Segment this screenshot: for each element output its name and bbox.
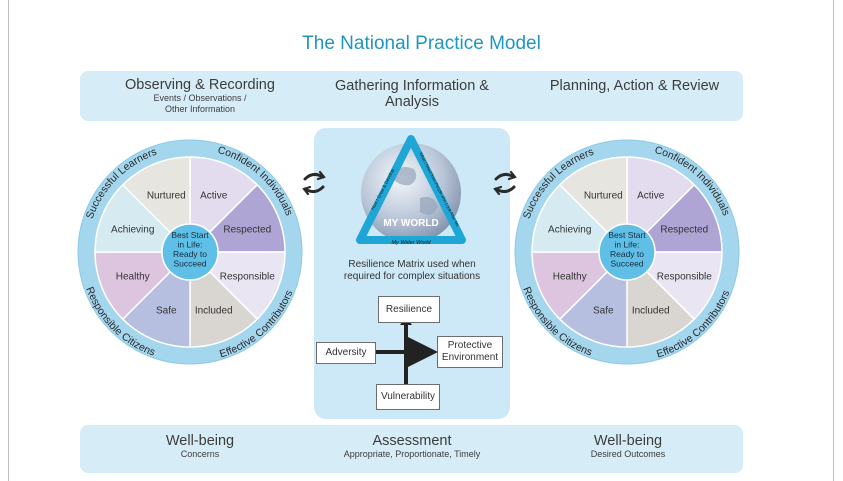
wheel-center-text: Best Start xyxy=(171,230,209,240)
segment-responsible xyxy=(188,251,286,321)
segment-label-active: Active xyxy=(200,191,228,202)
cycle-arrows-icon xyxy=(302,170,326,196)
page-title: The National Practice Model xyxy=(302,33,541,54)
segment-label-nurtured: Nurtured xyxy=(147,191,186,202)
process-band-top xyxy=(80,71,743,121)
resilience-caption: Resilience Matrix used when required for… xyxy=(316,259,508,283)
segment-active xyxy=(626,156,696,254)
observing-sub-2: Other Information xyxy=(164,104,236,114)
segment-included xyxy=(626,250,696,348)
gathering-information: Gathering Information & Analysis xyxy=(312,78,512,110)
observing-recording: Observing & Recording Events / Observati… xyxy=(100,77,300,115)
segment-label-active: Active xyxy=(637,191,665,202)
wheel-center-text: Succeed xyxy=(610,259,643,269)
segment-label-healthy: Healthy xyxy=(553,272,587,283)
wheel-center-text: Best Start xyxy=(608,230,646,240)
wellbeing-outcomes: Well-being Desired Outcomes xyxy=(528,433,728,460)
assessment: Assessment Appropriate, Proportionate, T… xyxy=(292,433,532,460)
segment-label-respected: Respected xyxy=(223,224,271,235)
segment-label-achieving: Achieving xyxy=(548,224,591,235)
segment-label-respected: Respected xyxy=(660,224,708,235)
my-world-triangle xyxy=(356,135,466,244)
planning-heading: Planning, Action & Review xyxy=(549,78,720,94)
wellbeing-concerns: Well-being Concerns xyxy=(100,433,300,460)
wheel-center xyxy=(161,223,219,281)
segment-included xyxy=(189,250,259,348)
segment-responsible xyxy=(625,251,723,321)
wheel-center-text: in Life: xyxy=(614,240,639,250)
wheel-center-text: in Life: xyxy=(177,240,202,250)
segment-label-safe: Safe xyxy=(593,305,614,316)
segment-label-achieving: Achieving xyxy=(111,224,154,235)
segment-nurtured xyxy=(121,156,191,254)
wheel-center-text: Succeed xyxy=(173,259,206,269)
wheel-center xyxy=(598,223,656,281)
globe-icon xyxy=(361,143,461,243)
segment-safe xyxy=(121,250,191,348)
segment-respected xyxy=(188,183,286,253)
segment-healthy xyxy=(531,251,629,321)
my-world-graphic: MY WORLD My Wider World How I Grow & Dev… xyxy=(356,135,466,246)
segment-achieving xyxy=(531,183,629,253)
my-wider-world-label: My Wider World xyxy=(391,240,431,246)
assessment-sub: Appropriate, Proportionate, Timely xyxy=(343,449,481,459)
segment-label-responsible: Responsible xyxy=(657,272,712,283)
segment-achieving xyxy=(94,183,192,253)
environment-label: Environment xyxy=(441,352,499,363)
wellbeing-outcomes-heading: Well-being xyxy=(593,433,663,449)
wheel-center-text: Ready to xyxy=(173,249,207,259)
wheel-center-text: Ready to xyxy=(610,249,644,259)
protective-environment-box: Protective Environment xyxy=(437,336,503,368)
segment-nurtured xyxy=(558,156,628,254)
gathering-heading-1: Gathering Information & xyxy=(335,78,489,94)
caption-line-2: required for complex situations xyxy=(343,271,481,282)
resilience-matrix xyxy=(376,316,438,384)
segment-label-healthy: Healthy xyxy=(116,272,150,283)
observing-sub-1: Events / Observations / xyxy=(153,93,247,103)
cycle-arrows-icon xyxy=(493,170,517,196)
segment-healthy xyxy=(94,251,192,321)
page-frame xyxy=(8,0,834,481)
wellbeing-concerns-heading: Well-being xyxy=(165,433,235,449)
gathering-heading-2: Analysis xyxy=(385,94,439,110)
segment-label-safe: Safe xyxy=(156,305,177,316)
segment-safe xyxy=(558,250,628,348)
wellbeing-concerns-sub: Concerns xyxy=(180,449,220,459)
segment-active xyxy=(189,156,259,254)
adversity-box: Adversity xyxy=(316,342,376,364)
planning-action-review: Planning, Action & Review xyxy=(527,78,742,94)
vulnerability-box: Vulnerability xyxy=(376,384,440,410)
caption-line-1: Resilience Matrix used when xyxy=(348,259,476,270)
segment-label-nurtured: Nurtured xyxy=(584,191,623,202)
segment-label-included: Included xyxy=(195,305,233,316)
segment-label-responsible: Responsible xyxy=(220,272,275,283)
wellbeing-outcomes-sub: Desired Outcomes xyxy=(590,449,666,459)
segment-respected xyxy=(625,183,723,253)
segment-label-included: Included xyxy=(632,305,670,316)
process-band-bottom xyxy=(80,425,743,473)
my-world-title: MY WORLD xyxy=(383,218,438,229)
protective-label: Protective xyxy=(447,340,493,351)
observing-heading: Observing & Recording xyxy=(125,77,275,93)
resilience-box: Resilience xyxy=(378,296,440,323)
assessment-heading: Assessment xyxy=(372,433,452,449)
